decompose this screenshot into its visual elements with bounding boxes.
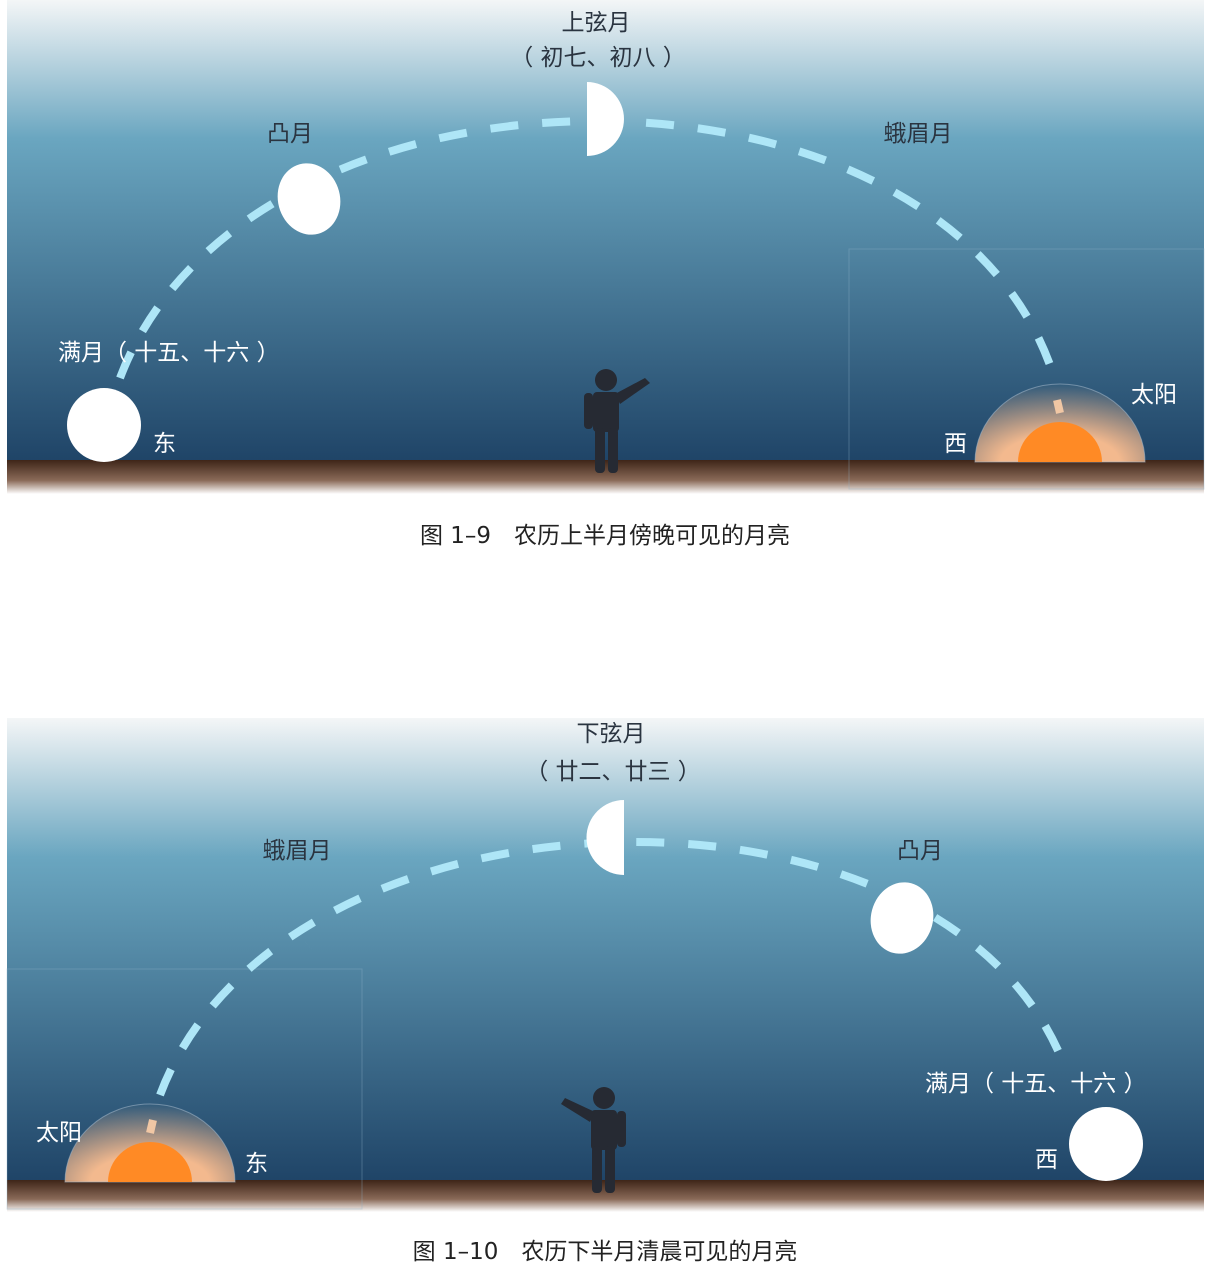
path-end <box>1053 399 1064 414</box>
first-quarter-label: 上弦月 <box>562 10 631 36</box>
sun-icon <box>1018 422 1102 462</box>
first-quarter-days-label: （ 初七、初八 ） <box>510 45 686 71</box>
last-quarter-days-label: （ 廿二、廿三 ） <box>525 759 701 785</box>
sun-icon <box>108 1142 192 1182</box>
east-label: 东 <box>245 1151 268 1177</box>
figure-1-10: 下弦月 （ 廿二、廿三 ） 蛾眉月 凸月 满月（ 十五、十六 ） 东 西 太阳 … <box>6 718 1204 1265</box>
figure-caption: 图 1–10 农历下半月清晨可见的月亮 <box>413 1239 798 1265</box>
east-label: 东 <box>153 431 176 457</box>
path-end <box>146 1119 157 1134</box>
first-quarter-moon-icon <box>587 82 624 156</box>
crescent-label: 蛾眉月 <box>884 121 953 147</box>
full-moon-label: 满月（ 十五、十六 ） <box>58 340 280 366</box>
gibbous-label: 凸月 <box>897 838 943 864</box>
observer-icon <box>584 369 650 473</box>
west-label: 西 <box>944 431 967 457</box>
sun-label: 太阳 <box>36 1120 82 1146</box>
west-label: 西 <box>1035 1147 1058 1173</box>
full-moon-label: 满月（ 十五、十六 ） <box>925 1071 1147 1097</box>
sun-label: 太阳 <box>1131 382 1177 408</box>
crescent-label: 蛾眉月 <box>263 838 332 864</box>
full-moon-icon <box>67 388 141 462</box>
full-moon-icon <box>1069 1107 1143 1181</box>
gibbous-moon-icon <box>870 882 934 954</box>
figure-1-9: 上弦月 （ 初七、初八 ） 凸月 蛾眉月 满月（ 十五、十六 ） 东 西 太阳 … <box>7 0 1205 549</box>
last-quarter-label: 下弦月 <box>577 721 646 747</box>
observer-icon <box>561 1087 626 1193</box>
gibbous-moon-icon <box>277 163 341 235</box>
sun-frame <box>6 968 363 1210</box>
last-quarter-moon-icon <box>586 800 624 875</box>
figure-caption: 图 1–9 农历上半月傍晚可见的月亮 <box>420 523 790 549</box>
sun-frame <box>848 248 1205 490</box>
ground <box>7 460 1204 494</box>
gibbous-label: 凸月 <box>267 121 313 147</box>
